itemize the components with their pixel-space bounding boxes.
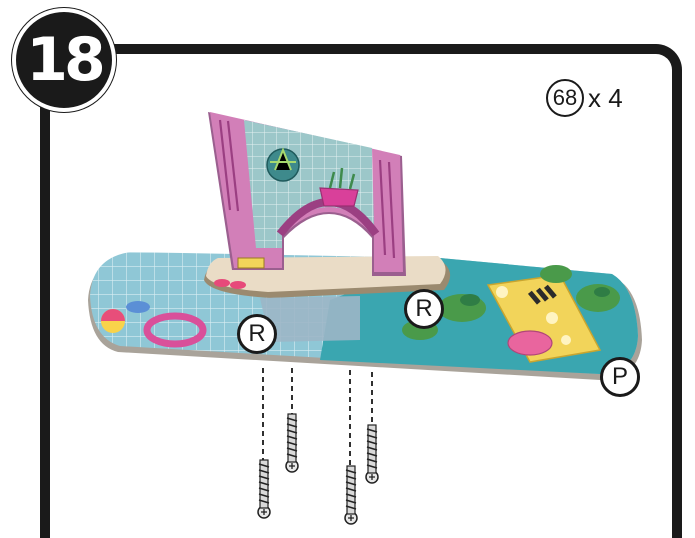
step-badge: 18: [12, 8, 116, 112]
callout-p-label: P: [611, 363, 628, 390]
screw-icon: [344, 465, 358, 525]
part-number: 68: [552, 85, 578, 110]
base-board: [88, 252, 642, 380]
wall-piece: [208, 112, 406, 276]
callout-r-left: R: [237, 314, 277, 354]
dashed-guide-lines: [262, 368, 373, 468]
callout-r-right: R: [404, 289, 444, 329]
callout-r-left-label: R: [248, 320, 266, 347]
part-quantity: x 4: [588, 82, 623, 113]
screw-icon: [257, 459, 271, 519]
callout-r-right-label: R: [415, 295, 433, 322]
screw-icon: [285, 413, 299, 473]
screw-icon: [365, 424, 379, 484]
callout-p: P: [600, 357, 640, 397]
screws: [257, 413, 379, 525]
step-number: 18: [26, 25, 105, 95]
part-number-circle: 68: [546, 79, 584, 117]
part-quantity-callout: 68 x 4: [546, 78, 623, 118]
